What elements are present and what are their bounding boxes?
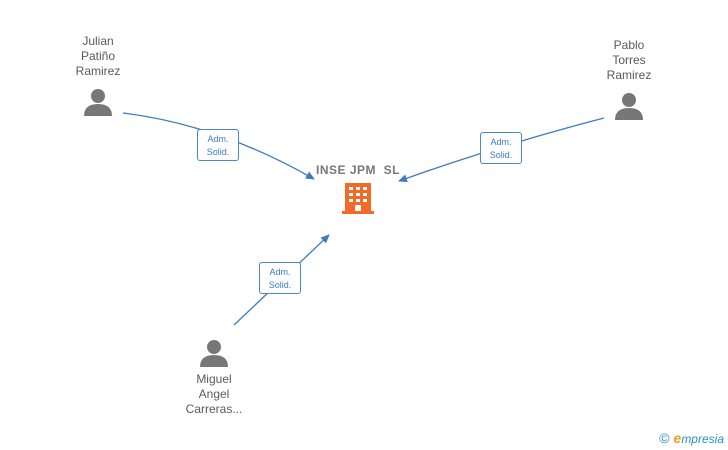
brand-name: mpresia — [681, 432, 724, 446]
person-name-line: Angel — [198, 387, 230, 401]
brand-initial: e — [673, 430, 682, 446]
person-pablo[interactable]: Pablo Torres Ramirez — [569, 38, 689, 121]
person-icon — [615, 93, 643, 120]
relation-badge-line: Adm. — [207, 134, 229, 144]
person-name-line: Patiño — [80, 49, 116, 63]
person-julian[interactable]: Julian Patiño Ramirez — [38, 34, 158, 117]
relation-badge-line: Solid. — [206, 147, 230, 157]
empresia-logo[interactable]: © empresia — [659, 430, 724, 446]
company-name: INSE JPM SL — [315, 163, 401, 177]
person-name-line: Julian — [82, 34, 114, 48]
relation-badge-miguel[interactable]: Adm. Solid. — [259, 262, 301, 294]
company-node[interactable]: INSE JPM SL — [298, 163, 418, 215]
relation-badge-line: Solid. — [489, 150, 513, 160]
person-miguel[interactable]: Miguel Angel Carreras... — [154, 338, 274, 417]
person-name-line: Carreras... — [185, 402, 243, 416]
person-icon — [200, 340, 228, 367]
person-name-line: Ramirez — [75, 64, 121, 78]
person-name-line: Ramirez — [606, 68, 652, 82]
relation-badge-line: Adm. — [269, 267, 291, 277]
relation-badge-julian[interactable]: Adm. Solid. — [197, 129, 239, 161]
person-icon — [84, 89, 112, 116]
relation-badge-pablo[interactable]: Adm. Solid. — [480, 132, 522, 164]
building-icon — [342, 183, 374, 214]
person-name-line: Torres — [612, 53, 646, 67]
person-name-line: Pablo — [613, 38, 645, 52]
copyright-symbol: © — [659, 430, 670, 446]
relation-badge-line: Adm. — [490, 137, 512, 147]
relation-badge-line: Solid. — [268, 280, 292, 290]
person-name-line: Miguel — [196, 372, 232, 386]
